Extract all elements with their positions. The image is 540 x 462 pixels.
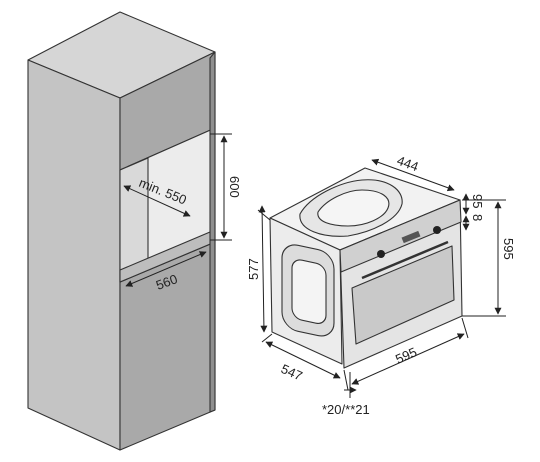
door-note-label: *20/**21 [322, 402, 370, 417]
cabinet-side [27, 59, 121, 451]
side-depth-extension [261, 333, 273, 343]
side-height-label: 577 [246, 258, 261, 280]
side-depth-label: 547 [279, 361, 305, 384]
side-depth-line [265, 341, 341, 379]
oven [269, 167, 463, 369]
oven-side-height-dimension: 577 [246, 205, 271, 333]
left-knob-icon [377, 250, 385, 258]
tall-cabinet [27, 11, 216, 451]
oven-top-depth-line [371, 158, 455, 192]
niche-height-label: 600 [227, 176, 242, 198]
niche-width-line [125, 251, 207, 287]
niche-depth-line [123, 185, 191, 217]
cabinet-edge-strip [209, 51, 216, 413]
front-width-extension-left [343, 369, 349, 391]
right-knob-icon [433, 226, 441, 234]
oven-panel-dimensions: 95 8 [462, 193, 485, 231]
panel-gap-label: 8 [470, 214, 485, 221]
oven-top-depth-dimension: 444 [371, 153, 455, 192]
door-thickness-note: *20/**21 [322, 372, 370, 417]
front-width-label: 595 [393, 344, 419, 367]
side-height-extension-top [257, 209, 271, 221]
panel-top-label: 95 [470, 194, 485, 208]
front-width-line [351, 333, 465, 385]
oven-top-depth-label: 444 [395, 153, 421, 175]
front-height-label: 595 [501, 238, 516, 260]
display-icon [401, 230, 421, 244]
oven-top-cavity-inner [317, 189, 390, 227]
niche-width-label: 560 [154, 271, 180, 293]
oven-control-panel [339, 199, 462, 273]
oven-front-height-dimension: 595 [462, 199, 516, 317]
niche-width-dimension: 560 [125, 251, 207, 293]
front-width-extension-right [461, 317, 469, 339]
oven-door-window [351, 245, 455, 345]
oven-side-cavity-inner [291, 259, 327, 324]
oven-door-handle [361, 240, 449, 280]
side-height-line [258, 205, 268, 333]
niche-height-dimension: 600 [210, 133, 242, 241]
